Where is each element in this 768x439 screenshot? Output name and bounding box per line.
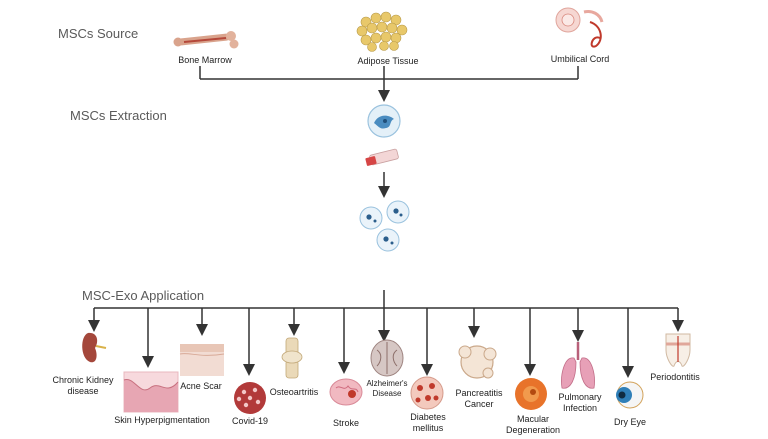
- cell-culture-icon: [367, 104, 401, 138]
- exosome-icon: [359, 200, 410, 252]
- label-diabetes-mellitus: Diabetes mellitus: [410, 412, 446, 433]
- label-stroke: Stroke: [332, 418, 359, 428]
- skin-icon: [123, 371, 179, 413]
- label-skin-hyperpigmentation: Skin Hyperpigmentation: [114, 415, 210, 425]
- tumor-cell-icon: [458, 345, 497, 379]
- label-periodontitis: Periodontitis: [650, 372, 700, 382]
- section-title-extraction: MSCs Extraction: [70, 108, 167, 123]
- pancreas-cells-icon: [410, 376, 444, 410]
- label-acne-scar: Acne Scar: [180, 381, 222, 391]
- acne-scar-icon: [179, 344, 225, 376]
- label-pancreatitis-cancer: Pancreatitis Cancer: [455, 388, 503, 409]
- lungs-icon: [561, 342, 595, 389]
- knee-icon: [281, 337, 303, 379]
- umbilical-cord-icon: [555, 7, 604, 48]
- label-chronic-kidney-disease: Chronic Kidney disease: [52, 375, 114, 396]
- label-umbilical-cord: Umbilical Cord: [550, 54, 610, 64]
- label-adipose-tissue: Adipose Tissue: [357, 56, 419, 66]
- section-title-application: MSC-Exo Application: [82, 288, 205, 303]
- label-bone-marrow: Bone Marrow: [178, 55, 232, 65]
- label-macular-degeneration: Macular Degeneration: [505, 414, 561, 435]
- eye-icon: [616, 381, 644, 409]
- tooth-icon: [665, 333, 691, 367]
- label-alzheimers-disease: Alzheimer's Disease: [366, 379, 408, 398]
- virus-icon: [234, 382, 266, 414]
- bone-icon: [173, 31, 239, 49]
- label-covid-19: Covid-19: [231, 416, 269, 426]
- source-connector: [94, 66, 678, 309]
- adipose-icon: [356, 11, 408, 52]
- label-dry-eye: Dry Eye: [613, 417, 646, 427]
- label-osteoartritis: Osteoartritis: [269, 387, 319, 397]
- section-title-source: MSCs Source: [58, 26, 139, 41]
- label-pulmonary-infection: Pulmonary Infection: [558, 392, 602, 413]
- brain-section-icon: [370, 339, 404, 377]
- flask-icon: [365, 148, 399, 166]
- retina-icon: [515, 378, 547, 410]
- kidney-icon: [82, 332, 107, 363]
- application-arrows: [88, 308, 684, 378]
- brain-stroke-icon: [329, 378, 363, 406]
